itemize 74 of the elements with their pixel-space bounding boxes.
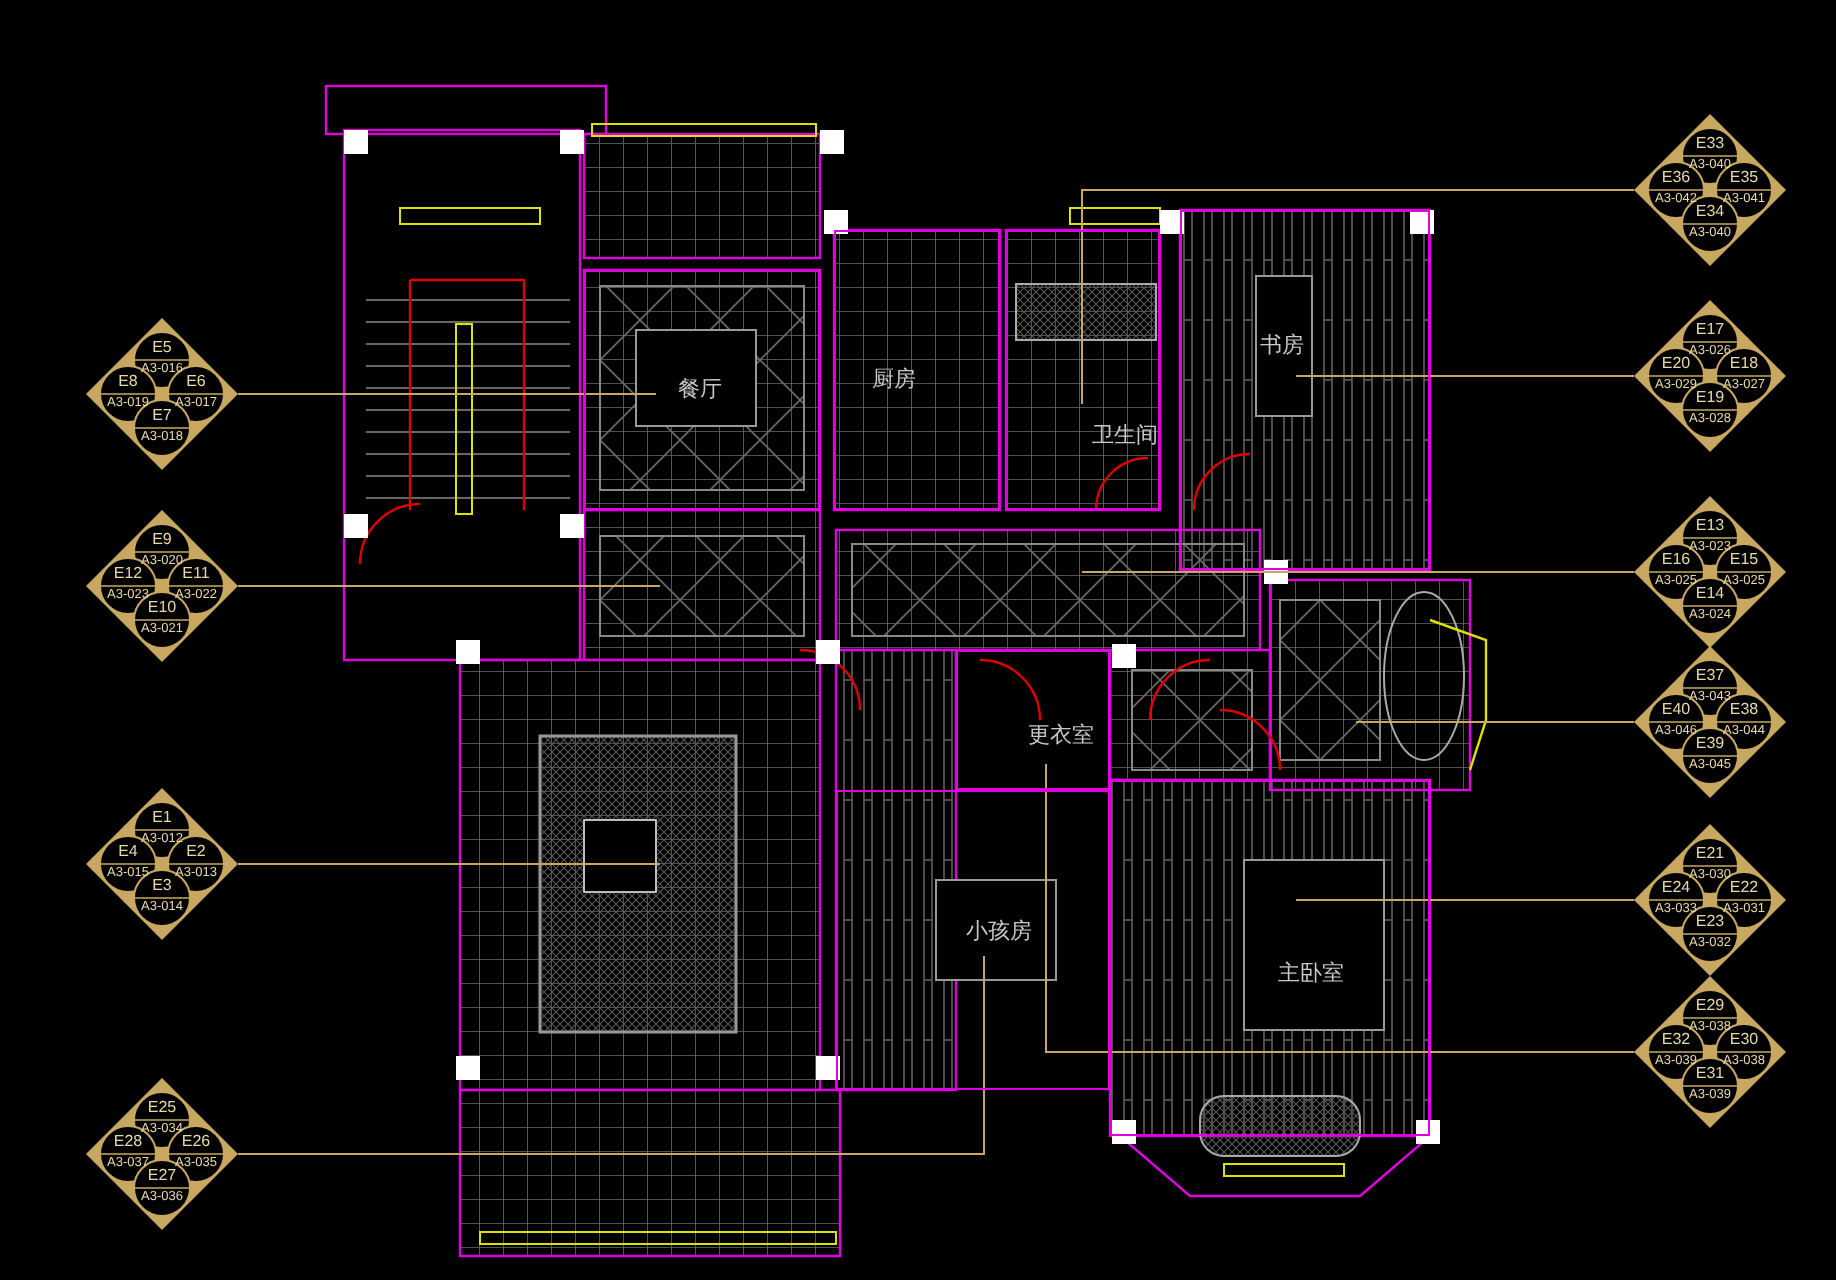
leader-line <box>1295 899 1635 901</box>
elevation-number: E32 <box>1659 1032 1691 1048</box>
elevation-number: E14 <box>1695 586 1725 602</box>
leader-line <box>1081 571 1635 573</box>
elevation-index-symbol <box>1634 976 1786 1128</box>
elevation-number: E28 <box>111 1134 143 1150</box>
elevation-number: E33 <box>1693 136 1727 152</box>
elevation-number: E18 <box>1729 356 1761 372</box>
elevation-number: E22 <box>1729 880 1761 896</box>
elevation-number: E11 <box>182 566 212 582</box>
elevation-index-symbol <box>1634 300 1786 452</box>
elevation-number: E23 <box>1695 914 1725 930</box>
elevation-number: E35 <box>1729 170 1761 186</box>
room <box>584 270 820 510</box>
elevation-number: E25 <box>145 1100 179 1116</box>
elevation-number: E12 <box>111 566 143 582</box>
elevation-number: E4 <box>116 844 140 860</box>
room-name: 小孩房 <box>966 922 1032 944</box>
elevation-number: E2 <box>184 844 208 860</box>
elevation-index-symbol <box>86 318 238 470</box>
elevation-number: E27 <box>147 1168 177 1184</box>
elevation-index-symbol <box>86 510 238 662</box>
elevation-number: E38 <box>1729 702 1761 718</box>
room <box>1110 780 1430 1136</box>
elevation-number: E13 <box>1693 518 1727 534</box>
elevation-number: E29 <box>1693 998 1727 1014</box>
leader-line <box>1045 763 1635 1053</box>
room-name: 厨房 <box>872 370 916 392</box>
elevation-number: E34 <box>1695 204 1725 220</box>
elevation-index-symbol <box>86 788 238 940</box>
elevation-number: E26 <box>181 1134 213 1150</box>
elevation-number: E17 <box>1693 322 1727 338</box>
leader-line <box>1295 375 1635 377</box>
elevation-number: E10 <box>147 600 177 616</box>
elevation-index-symbol <box>1634 114 1786 266</box>
elevation-number: E7 <box>150 408 174 424</box>
elevation-index-symbol <box>1634 496 1786 648</box>
elevation-number: E40 <box>1659 702 1691 718</box>
leader-line <box>237 955 985 1155</box>
leader-line <box>237 585 661 587</box>
elevation-index-symbol <box>1634 646 1786 798</box>
elevation-number: E30 <box>1729 1032 1761 1048</box>
leader-line <box>237 393 657 395</box>
room-name: 书房 <box>1260 336 1304 358</box>
elevation-number: E39 <box>1695 736 1725 752</box>
room <box>834 230 1000 510</box>
elevation-number: E24 <box>1659 880 1691 896</box>
elevation-number: E8 <box>116 374 140 390</box>
room-name: 主卧室 <box>1278 964 1344 986</box>
leader-line <box>1355 721 1635 723</box>
room <box>1180 210 1430 570</box>
leader-line <box>1081 189 1635 405</box>
room <box>836 790 1110 1090</box>
elevation-index-symbol <box>86 1078 238 1230</box>
elevation-index-symbol <box>1634 824 1786 976</box>
elevation-number: E19 <box>1695 390 1725 406</box>
room-name: 卫生间 <box>1092 426 1158 448</box>
elevation-number: E20 <box>1659 356 1691 372</box>
elevation-number: E6 <box>184 374 208 390</box>
elevation-number: E21 <box>1693 846 1727 862</box>
room <box>1006 230 1160 510</box>
elevation-number: E31 <box>1695 1066 1725 1082</box>
room-name: 餐厅 <box>678 380 722 402</box>
elevation-number: E16 <box>1659 552 1691 568</box>
elevation-number: E1 <box>150 810 174 826</box>
elevation-number: E3 <box>150 878 174 894</box>
leader-line <box>237 863 661 865</box>
room <box>956 650 1110 790</box>
room-name: 更衣室 <box>1028 726 1094 748</box>
elevation-number: E37 <box>1693 668 1727 684</box>
elevation-number: E15 <box>1729 552 1761 568</box>
elevation-number: E9 <box>150 532 174 548</box>
elevation-number: E36 <box>1659 170 1691 186</box>
elevation-number: E5 <box>150 340 174 356</box>
